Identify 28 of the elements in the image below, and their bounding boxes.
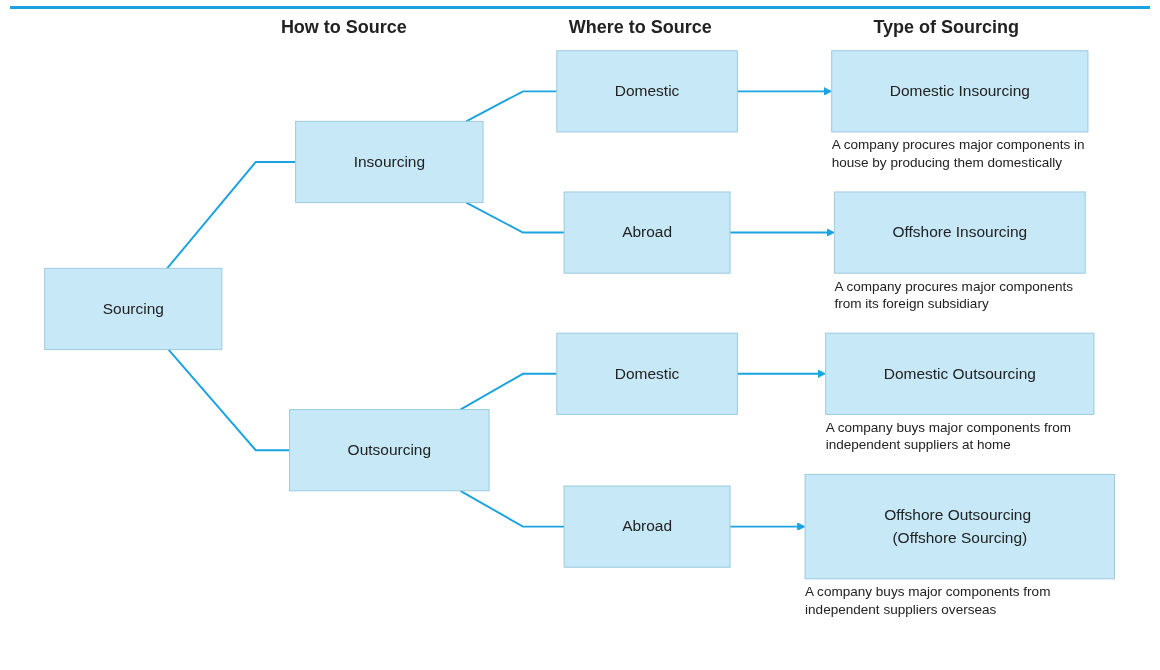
- node-box: Abroad: [563, 191, 731, 274]
- node-box: Outsourcing: [289, 409, 490, 492]
- connector: [465, 201, 566, 234]
- description-text: A company buys major components from independent suppliers at home: [826, 418, 1073, 454]
- node-box: Offshore Insourcing: [834, 191, 1087, 274]
- column-heading: Where to Source: [568, 17, 712, 38]
- column-heading: How to Source: [280, 17, 407, 38]
- node-box: Domestic Outsourcing: [825, 332, 1095, 415]
- arrow: [729, 522, 806, 531]
- node-box: Offshore Outsourcing (Offshore Sourcing): [804, 473, 1116, 580]
- connector: [166, 161, 297, 270]
- node-box: Domestic Insourcing: [831, 50, 1089, 133]
- description-text: A company buys major components from independent suppliers overseas: [805, 582, 1052, 618]
- connector: [167, 348, 291, 452]
- connector: [459, 372, 559, 411]
- node-box: Sourcing: [44, 267, 223, 351]
- arrow: [736, 369, 827, 379]
- node-box: Domestic: [556, 50, 739, 133]
- column-heading: Type of Sourcing: [873, 17, 1020, 38]
- description-text: A company procures major components in house by producing them domestically: [832, 135, 1086, 171]
- node-box: Domestic: [556, 332, 739, 415]
- node-box: Abroad: [563, 485, 731, 568]
- arrow: [736, 87, 833, 96]
- node-box: Insourcing: [295, 120, 484, 204]
- connector: [459, 489, 566, 528]
- connector: [465, 90, 559, 123]
- arrow: [729, 228, 836, 237]
- description-text: A company procures major components from its foreign subsidiary: [834, 277, 1075, 312]
